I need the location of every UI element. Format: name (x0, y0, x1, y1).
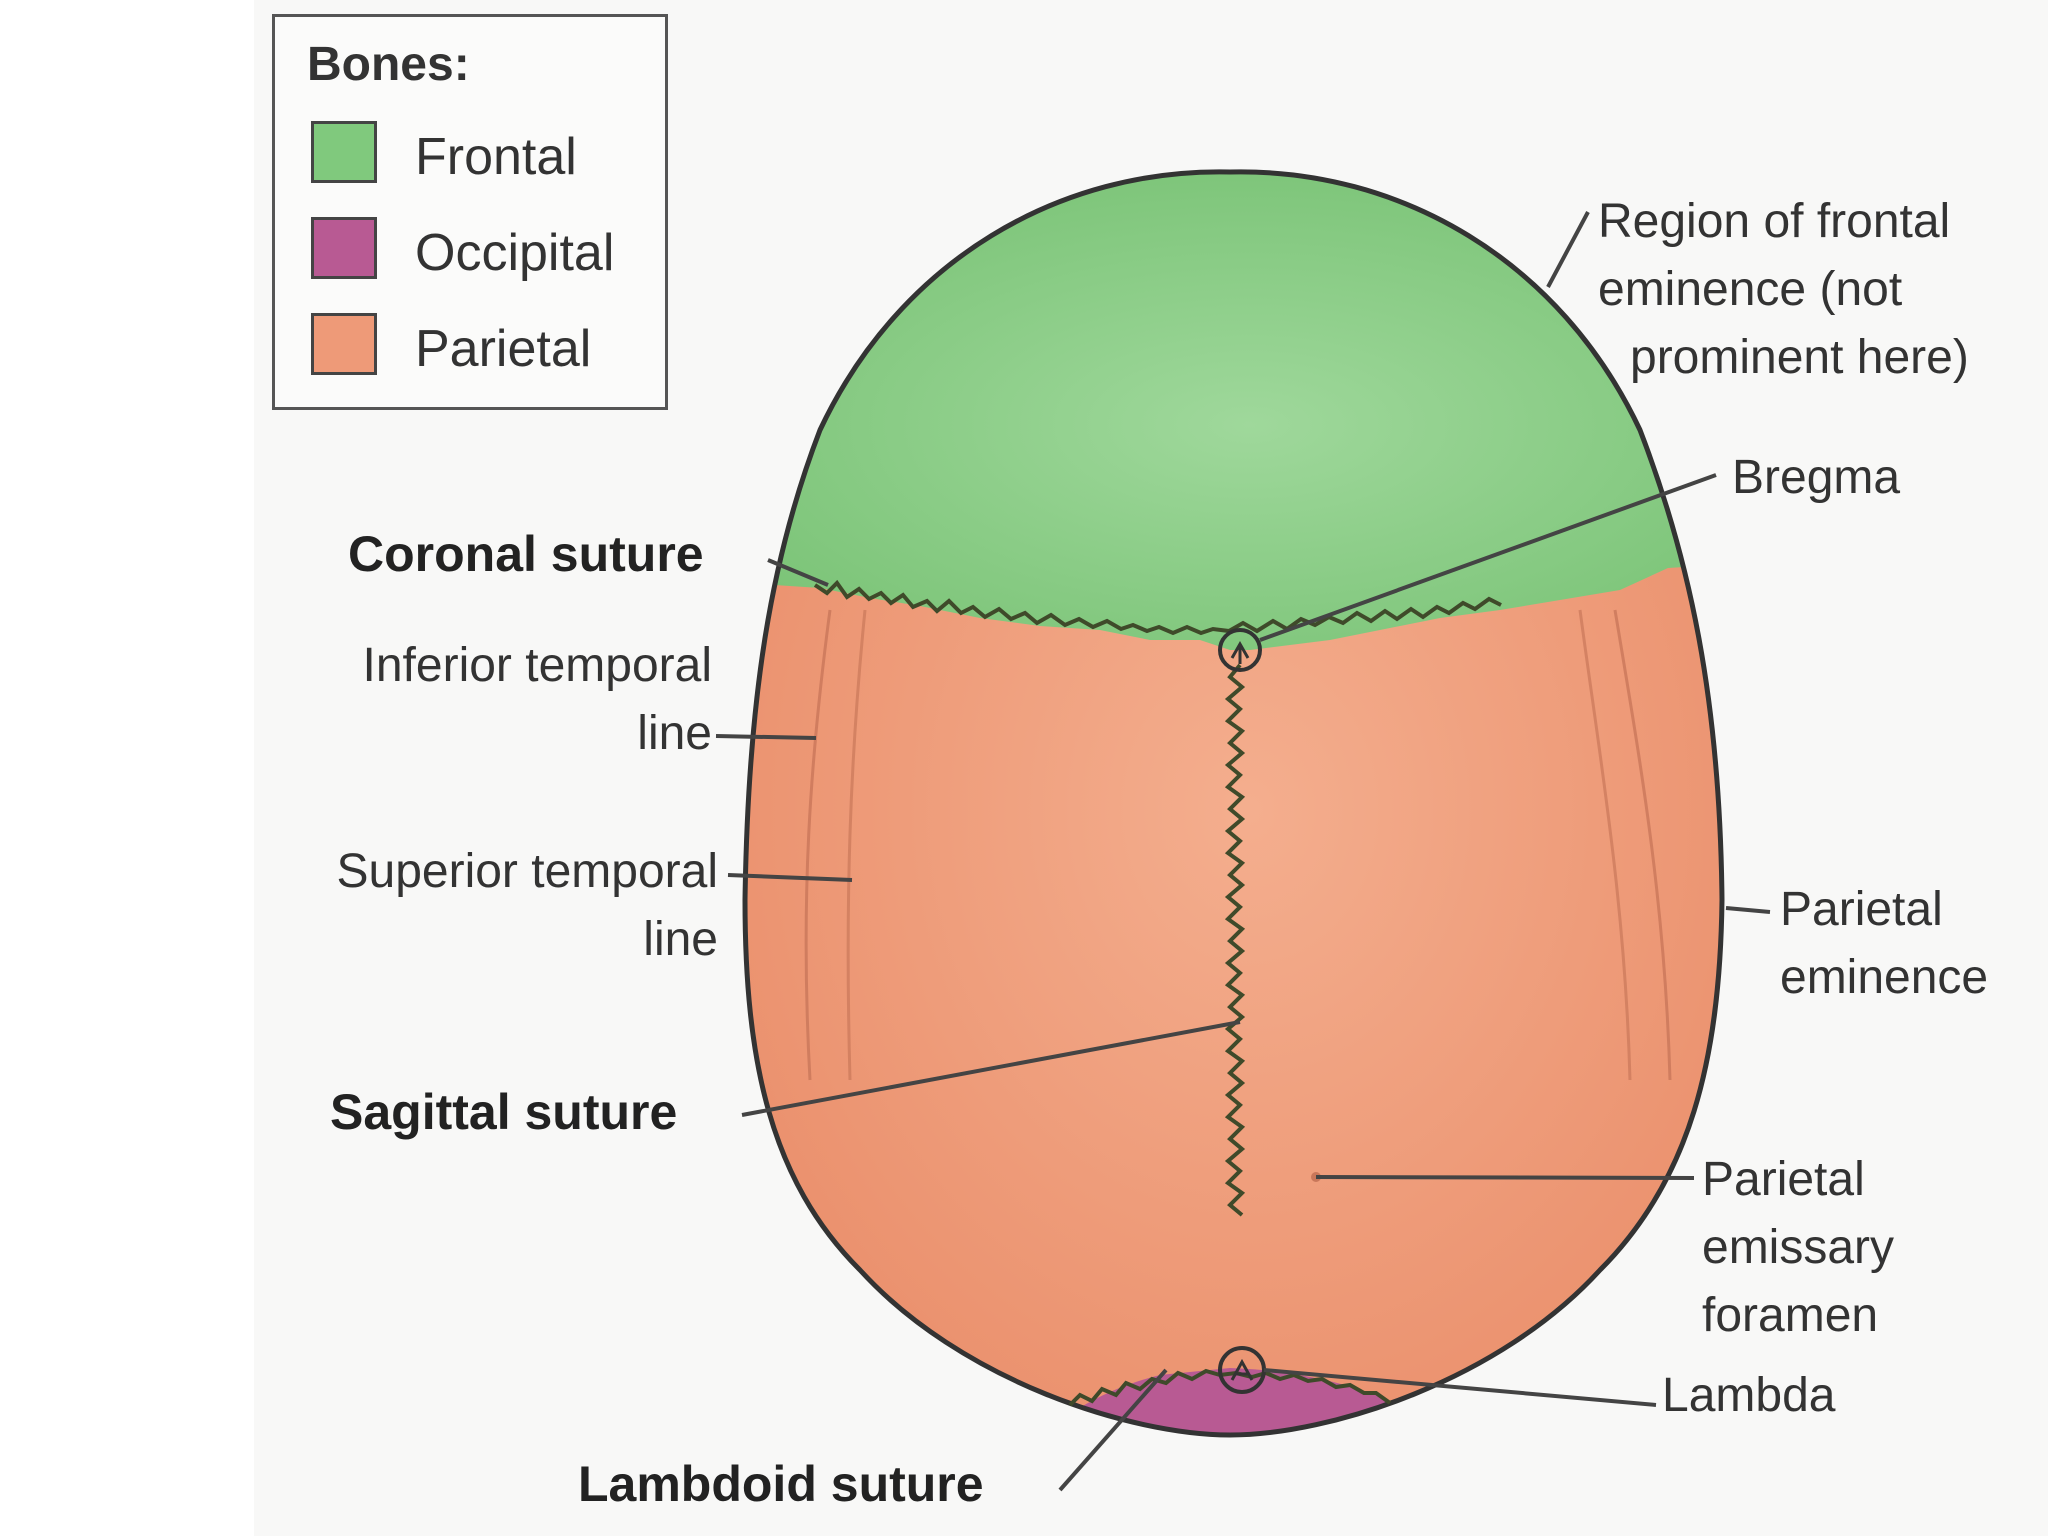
label-inferior-temporal-line-1: Inferior temporal (362, 639, 712, 692)
temporal-line-right-outer (1578, 609, 1632, 1081)
label-frontal-eminence-line-2: eminence (not (1598, 263, 1903, 316)
label-inferior-temporal-line: Inferior temporal line (292, 632, 712, 768)
label-superior-temporal-line-1: Superior temporal (336, 845, 718, 898)
leader-sagittal (741, 1020, 1241, 1117)
skull-outline (742, 169, 1725, 1438)
legend-label-parietal: Parietal (415, 320, 592, 378)
label-lambda: Lambda (1662, 1369, 1836, 1422)
label-frontal-eminence-line-3: prominent here) (1630, 331, 1969, 384)
label-parietal-emissary-foramen-line-1: Parietal (1702, 1153, 1865, 1206)
label-parietal-emissary-foramen-line-2: emissary (1702, 1221, 1895, 1274)
leader-inferior-temporal (715, 734, 817, 740)
leader-superior-temporal (727, 873, 853, 882)
coronal-suture (813, 579, 1502, 636)
label-lambdoid-suture: Lambdoid suture (578, 1456, 984, 1512)
temporal-line-left-outer (846, 609, 867, 1081)
label-parietal-eminence-line-2: eminence (1780, 951, 1989, 1004)
sagittal-suture (1224, 663, 1246, 1217)
parietal-swatch (311, 313, 377, 375)
legend-title: Bones: (307, 38, 470, 91)
legend: Bones: Frontal Occipital Parietal (272, 14, 668, 410)
leader-emissary (1315, 1175, 1695, 1180)
frontal-swatch (311, 121, 377, 183)
temporal-line-left (804, 609, 832, 1081)
label-frontal-eminence-line-1: Region of frontal (1598, 195, 1951, 248)
label-frontal-eminence: Region of frontal eminence (not prominen… (1598, 188, 1969, 392)
legend-label-frontal: Frontal (415, 128, 577, 186)
label-superior-temporal-line-2: line (643, 913, 718, 966)
legend-label-occipital: Occipital (415, 224, 615, 282)
leader-frontal-eminence (1546, 211, 1590, 288)
label-sagittal-suture: Sagittal suture (330, 1084, 678, 1140)
label-parietal-emissary-foramen-line-3: foramen (1702, 1289, 1879, 1342)
leader-lambdoid (1058, 1368, 1168, 1492)
label-superior-temporal-line: Superior temporal line (262, 838, 718, 974)
label-parietal-eminence: Parietal eminence (1780, 876, 1988, 1012)
label-parietal-eminence-line-1: Parietal (1780, 883, 1943, 936)
label-coronal-suture: Coronal suture (348, 526, 704, 582)
bregma-marker (1218, 628, 1262, 672)
temporal-line-right (1613, 609, 1672, 1081)
leader-bregma (1259, 473, 1717, 642)
label-inferior-temporal-line-2: line (637, 707, 712, 760)
leader-coronal (767, 558, 829, 587)
occipital-swatch (311, 217, 377, 279)
leader-parietal-eminence (1725, 906, 1771, 914)
label-parietal-emissary-foramen: Parietal emissary foramen (1702, 1146, 1894, 1350)
leader-lambda (1263, 1368, 1657, 1407)
label-bregma: Bregma (1732, 451, 1901, 504)
lambda-marker-glyph (1230, 1358, 1254, 1381)
bregma-marker-glyph (1230, 640, 1250, 664)
